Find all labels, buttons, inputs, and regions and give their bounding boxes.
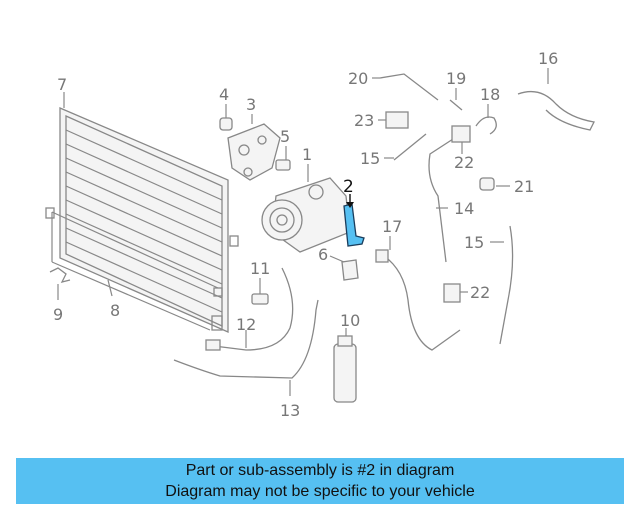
callout-15b: 15 <box>464 233 484 252</box>
callout-9: 9 <box>53 305 63 324</box>
receiver-drier-10 <box>333 335 357 403</box>
bracket-2-highlighted <box>343 203 365 247</box>
callout-22b: 22 <box>470 283 490 302</box>
callout-18: 18 <box>480 85 500 104</box>
bolt-5 <box>275 159 291 171</box>
compressor-1 <box>261 177 351 253</box>
condenser <box>45 107 239 333</box>
callout-4: 4 <box>219 85 229 104</box>
callout-7: 7 <box>57 75 67 94</box>
pipe-20 <box>379 73 439 101</box>
hose-17 <box>383 255 461 351</box>
hose-12 <box>213 267 294 351</box>
bolt-4 <box>219 117 233 131</box>
callout-13: 13 <box>280 401 300 420</box>
hose-15-upper <box>393 133 427 161</box>
callout-17: 17 <box>382 217 402 236</box>
callout-21: 21 <box>514 177 534 196</box>
hose-16 <box>517 90 595 131</box>
callout-1: 1 <box>302 145 312 164</box>
callout-10: 10 <box>340 311 360 330</box>
callout-15a: 15 <box>360 149 380 168</box>
switch-11 <box>251 293 269 305</box>
callout-22a: 22 <box>454 153 474 172</box>
callout-16: 16 <box>538 49 558 68</box>
switch-21 <box>479 177 495 191</box>
seal-kit-22-lower <box>443 283 461 303</box>
banner-line-1: Part or sub-assembly is #2 in diagram <box>185 462 455 479</box>
info-banner: Part or sub-assembly is #2 in diagram Di… <box>16 458 624 504</box>
bracket-9 <box>49 267 71 283</box>
callout-8: 8 <box>110 301 120 320</box>
callout-5: 5 <box>280 127 290 146</box>
seal-kit-22-upper <box>451 125 471 143</box>
banner-line-2: Diagram may not be specific to your vehi… <box>165 483 475 500</box>
callout-6: 6 <box>318 245 328 264</box>
callout-19: 19 <box>446 69 466 88</box>
bracket-6 <box>341 259 359 281</box>
mount-bracket-3 <box>227 123 281 181</box>
bolt-19 <box>449 99 463 111</box>
callout-12: 12 <box>236 315 256 334</box>
callout-23: 23 <box>354 111 374 130</box>
callout-3: 3 <box>246 95 256 114</box>
hose-15-lower <box>499 225 514 345</box>
callout-14: 14 <box>454 199 474 218</box>
seal-kit-23 <box>385 111 409 129</box>
line-14 <box>428 127 471 263</box>
hose-13 <box>173 299 319 379</box>
callout-2: 2 <box>343 177 354 197</box>
fitting-18 <box>475 116 497 135</box>
callout-20: 20 <box>348 69 368 88</box>
callout-11: 11 <box>250 259 270 278</box>
